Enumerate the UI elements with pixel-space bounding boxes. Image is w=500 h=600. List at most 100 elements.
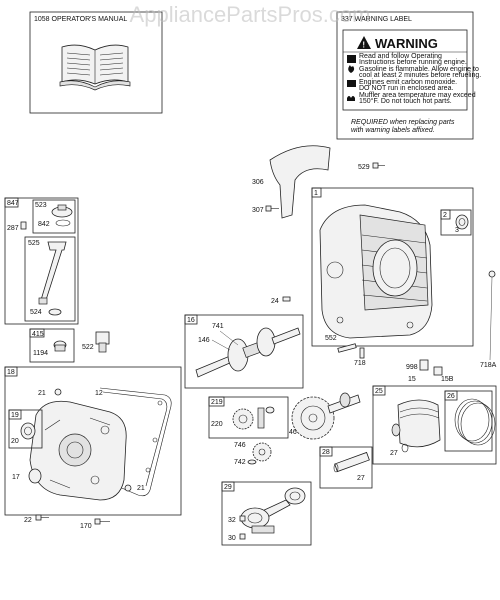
svg-text:!: ! xyxy=(362,41,365,50)
flame-icon xyxy=(348,65,355,73)
dowel-718a-part xyxy=(488,270,496,361)
group-1-label: 1 xyxy=(314,190,318,197)
part-287-label: 287 xyxy=(7,225,19,232)
part-26-label: 26 xyxy=(447,393,455,400)
part-32-label: 32 xyxy=(228,517,236,524)
cylinder-block-part xyxy=(319,204,433,339)
group-16-label: 16 xyxy=(187,317,195,324)
group-25-piston: 25 26 27 xyxy=(372,385,497,465)
camshaft-46-part xyxy=(291,392,361,440)
bolt-21b-part xyxy=(124,484,132,492)
part-522-label: 522 xyxy=(82,344,94,351)
screw-32-part xyxy=(239,515,246,522)
dipstick-cap-part xyxy=(51,204,73,218)
group-219-label: 219 xyxy=(211,399,223,406)
manual-box-label: 1058 OPERATOR'S MANUAL xyxy=(34,16,127,23)
dowel-24-part xyxy=(282,296,291,302)
operators-manual-box: 1058 OPERATOR'S MANUAL xyxy=(29,11,163,114)
part-27-pin-label: 27 xyxy=(357,475,365,482)
part-525-label: 525 xyxy=(28,240,40,247)
part-718a-label: 718A xyxy=(480,362,497,369)
watermark-text: AppliancePartsPros.com xyxy=(130,2,371,27)
crankshaft-part xyxy=(195,327,301,378)
part-552-label: 552 xyxy=(325,335,337,342)
part-17-label: 17 xyxy=(12,474,20,481)
warning-box-label: 337 WARNING LABEL xyxy=(341,16,412,23)
gasket-12-part xyxy=(99,387,172,497)
part-307-label: 307 xyxy=(252,207,264,214)
group-847-dipstick-assembly: 847 523 842 287 525 524 xyxy=(4,197,79,325)
governor-gear-part xyxy=(232,406,275,430)
book-icon xyxy=(59,44,131,91)
part-15b-label: 15B xyxy=(441,376,454,383)
clip-27-part xyxy=(401,443,409,453)
warning-line-5: Engines emit carbon monoxide. xyxy=(359,79,457,86)
part-30-label: 30 xyxy=(228,535,236,542)
seal-17-part xyxy=(28,468,42,484)
required-note-line-2: with warning labels affixed. xyxy=(351,127,435,134)
group-1-cylinder-block: 1 2 3 xyxy=(311,187,474,347)
fumes-icon xyxy=(347,80,356,87)
o-ring-part xyxy=(55,219,71,227)
fitting-998-part xyxy=(419,359,429,371)
group-16-crankshaft: 16 741 146 xyxy=(184,314,304,389)
group-219-governor: 219 220 xyxy=(208,396,289,439)
group-25-label: 25 xyxy=(375,388,383,395)
group-415-label: 415 xyxy=(32,331,44,338)
connecting-rod-part xyxy=(240,487,306,534)
screw-529-part xyxy=(372,162,385,169)
warning-line-6: DO NOT run in enclosed area. xyxy=(359,85,453,92)
pin-552-part xyxy=(337,343,357,353)
part-742-label: 742 xyxy=(234,459,246,466)
warning-label-box: 337 WARNING LABEL ! WARNING Read and fol… xyxy=(336,11,481,140)
part-12-label: 12 xyxy=(95,390,103,397)
piston-part xyxy=(391,399,441,448)
bolt-21-part xyxy=(54,388,62,396)
part-2-label: 2 xyxy=(443,212,447,219)
part-842-label: 842 xyxy=(38,221,50,228)
screw-287-part xyxy=(20,221,27,230)
gear-746-part xyxy=(252,442,272,462)
group-847-label: 847 xyxy=(7,200,19,207)
warning-line-7: Muffler area temperature may exceed xyxy=(359,92,476,99)
warning-line-4: cool at least 2 minutes before refueling… xyxy=(359,72,481,79)
part-27-piston-label: 27 xyxy=(390,450,398,457)
part-718-label: 718 xyxy=(354,360,366,367)
part-15-label: 15 xyxy=(408,376,416,383)
part-306-label: 306 xyxy=(252,179,264,186)
warning-line-1: Read and follow Operating xyxy=(359,53,442,60)
group-19-label: 19 xyxy=(11,412,19,419)
part-524-label: 524 xyxy=(30,309,42,316)
part-523-label: 523 xyxy=(35,202,47,209)
warning-line-3: Gasoline is flammable. Allow engine to xyxy=(359,66,479,73)
part-741-label: 741 xyxy=(212,323,224,330)
group-18-label: 18 xyxy=(7,369,15,376)
baffle-306-part xyxy=(269,145,331,219)
part-22-label: 22 xyxy=(24,517,32,524)
crankcase-cover-part xyxy=(29,400,127,501)
warning-title: WARNING xyxy=(375,36,438,51)
read-manual-icon xyxy=(347,55,356,63)
part-529-label: 529 xyxy=(358,164,370,171)
group-415-box: 415 1194 xyxy=(29,328,75,363)
part-998-label: 998 xyxy=(406,364,418,371)
group-18-cover-assembly: 18 21 12 19 20 17 21 xyxy=(4,366,182,516)
part-21-bottom-label: 21 xyxy=(137,485,145,492)
warning-triangle-icon: ! xyxy=(357,36,371,50)
part-146-label: 146 xyxy=(198,337,210,344)
required-note-line-1: REQUIRED when replacing parts xyxy=(351,119,455,126)
washer-742-part xyxy=(247,459,257,465)
tube-seal-part xyxy=(48,308,62,316)
group-28-piston-pin: 28 27 xyxy=(319,446,373,489)
screw-307-part xyxy=(265,205,279,212)
piston-pin-part xyxy=(333,451,370,473)
part-746-label: 746 xyxy=(234,442,246,449)
group-29-label: 29 xyxy=(224,484,232,491)
piston-rings-part xyxy=(454,398,496,446)
part-24-label: 24 xyxy=(271,298,279,305)
oil-seal-19-part xyxy=(20,422,36,440)
part-220-label: 220 xyxy=(211,421,223,428)
dipstick-tube-part xyxy=(38,241,67,305)
fitting-1194-part xyxy=(53,340,67,352)
